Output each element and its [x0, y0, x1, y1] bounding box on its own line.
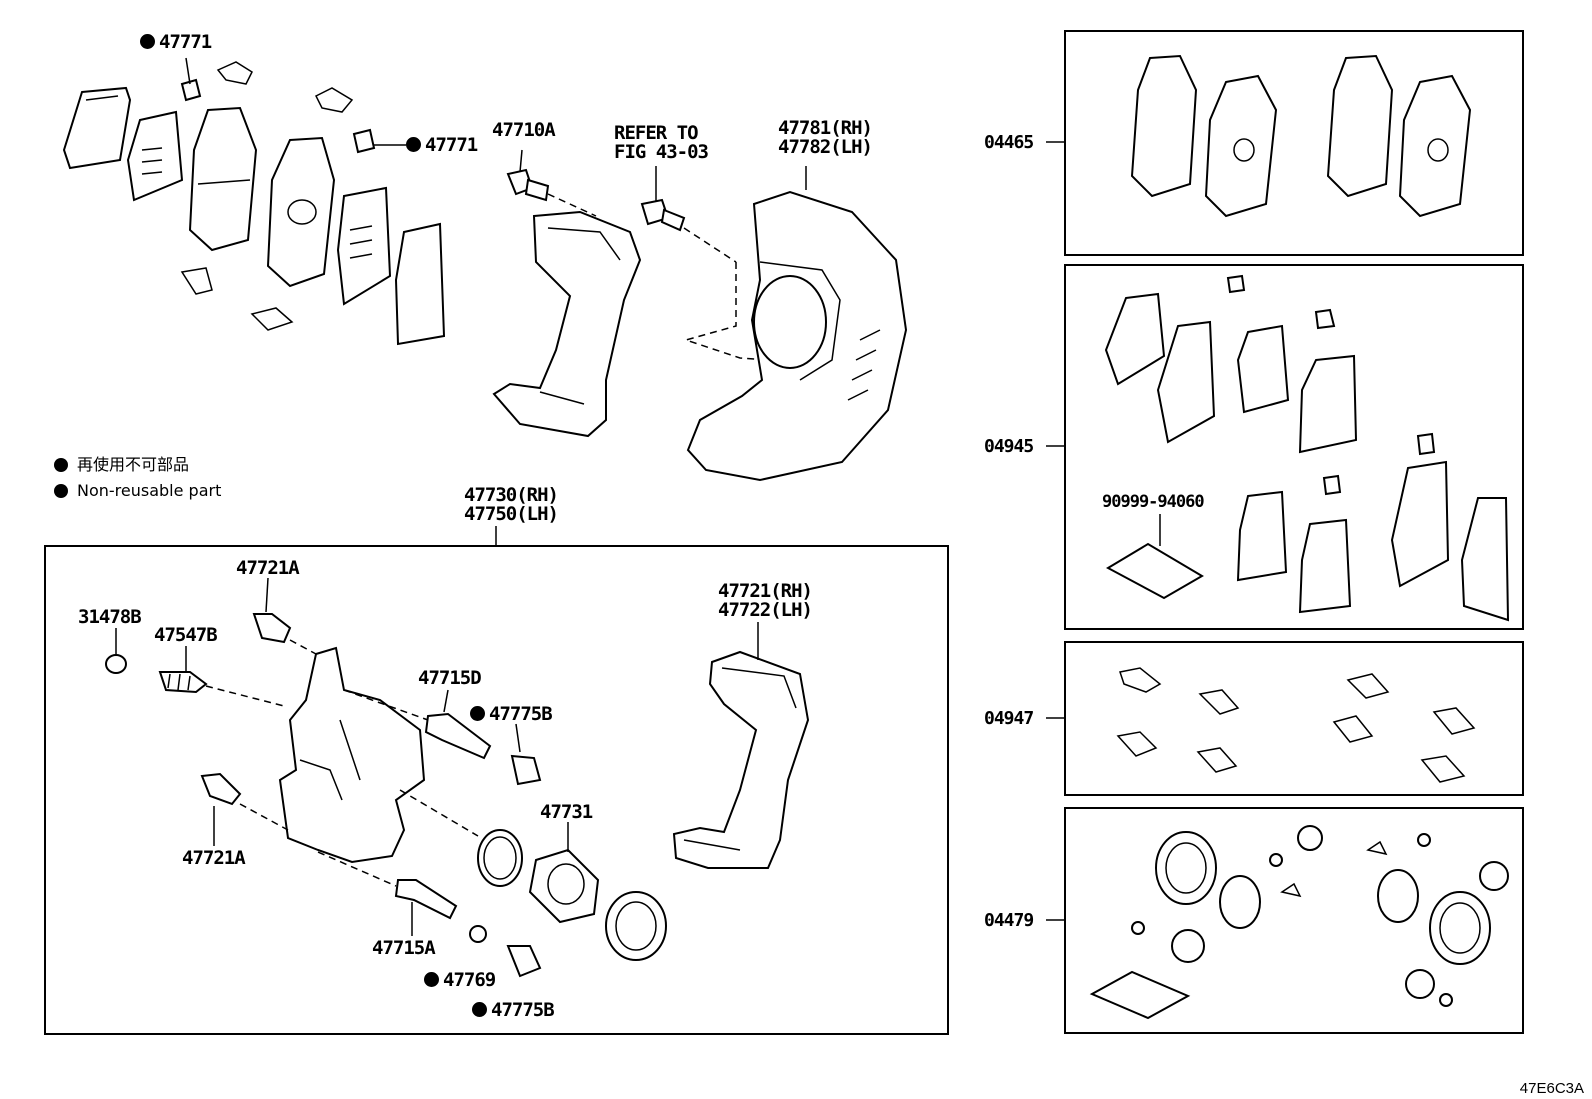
part-number-lh: 47722(LH)	[718, 599, 813, 621]
non-reusable-dot-icon	[140, 34, 155, 49]
refer-bolt	[640, 198, 686, 232]
part-number: 47775B	[489, 703, 553, 725]
kit-box-04465	[1064, 30, 1524, 256]
legend-en-text: Non-reusable part	[77, 481, 222, 500]
bolt-47721a-bottom	[200, 772, 242, 806]
outer-brake-pad	[188, 106, 258, 252]
disc-brake-dust-cover	[686, 190, 908, 482]
part-number: 47771	[159, 31, 212, 53]
piston-seal	[477, 829, 523, 887]
legend-non-reusable-jp: 再使用不可部品	[54, 455, 189, 475]
grease-packet-04479	[1089, 970, 1191, 1020]
bushing-47769	[469, 925, 487, 943]
inner-brake-pad	[266, 136, 336, 288]
part-label-47721-47722[interactable]: 47721(RH) 47722(LH)	[718, 580, 813, 621]
part-label-47775b-top[interactable]: 47775B	[470, 703, 553, 725]
part-label-47775b-bottom[interactable]: 47775B	[472, 999, 555, 1021]
part-label-47721a-bottom[interactable]: 47721A	[182, 847, 246, 869]
part-number: 47769	[443, 969, 496, 991]
non-reusable-dot-icon	[54, 484, 68, 498]
inner-shim-1	[336, 186, 392, 306]
torque-plate	[492, 210, 642, 438]
bleeder-plug-47547b	[158, 671, 208, 694]
non-reusable-dot-icon	[472, 1002, 487, 1017]
outer-shim-1	[62, 86, 132, 170]
part-number-lh: 47782(LH)	[778, 136, 873, 158]
slide-pin-47715d	[424, 712, 492, 760]
part-label-47730-47750[interactable]: 47730(RH) 47750(LH)	[464, 484, 559, 525]
part-number: 47771	[425, 134, 478, 156]
part-number-rh: 47721(RH)	[718, 580, 813, 602]
part-label-90999-94060[interactable]: 90999-94060	[1102, 492, 1205, 512]
non-reusable-dot-icon	[406, 137, 421, 152]
kit-label-04479[interactable]: 04479	[984, 910, 1034, 931]
part-number: 47775B	[491, 999, 555, 1021]
part-number-rh: 47730(RH)	[464, 484, 559, 506]
boot-47775b-bottom	[506, 945, 542, 978]
kit-box-04947	[1064, 641, 1524, 796]
legend-jp-text: 再使用不可部品	[77, 455, 190, 474]
refer-to-fig-note[interactable]: REFER TO FIG 43-03	[614, 122, 709, 163]
part-label-47721a-top[interactable]: 47721A	[236, 557, 300, 579]
outer-shim-2	[126, 110, 184, 202]
kit-box-04945	[1064, 264, 1524, 630]
piston-47731	[528, 848, 600, 924]
kit-04479-seals-boots	[1131, 825, 1509, 1007]
part-label-47771-mid[interactable]: 47771	[406, 134, 478, 156]
anti-squeal-spring	[180, 78, 376, 154]
pad-clip-top	[216, 61, 354, 113]
legend-non-reusable-en: Non-reusable part	[54, 481, 221, 501]
part-label-47769[interactable]: 47769	[424, 969, 496, 991]
refer-line-2: FIG 43-03	[614, 141, 709, 163]
kit-04465-pads	[1130, 54, 1472, 218]
kit-label-04947[interactable]: 04947	[984, 708, 1034, 729]
part-number-lh: 47750(LH)	[464, 503, 559, 525]
bleeder-cap-31478b	[105, 654, 127, 674]
part-label-31478b[interactable]: 31478B	[78, 606, 142, 628]
refer-line-1: REFER TO	[614, 122, 699, 144]
boot-47775b-top	[510, 754, 542, 786]
part-label-47547b[interactable]: 47547B	[154, 624, 218, 646]
part-label-47710a[interactable]: 47710A	[492, 119, 556, 141]
mounting-bolt-47710a	[506, 168, 550, 202]
kit-label-04945[interactable]: 04945	[984, 436, 1034, 457]
part-label-47715a[interactable]: 47715A	[372, 937, 436, 959]
part-number-rh: 47781(RH)	[778, 117, 873, 139]
inner-shim-2	[394, 222, 446, 346]
part-label-47731[interactable]: 47731	[540, 801, 593, 823]
slide-pin-47715a	[394, 879, 458, 920]
non-reusable-dot-icon	[424, 972, 439, 987]
caliper-body	[278, 646, 426, 864]
kit-label-04465[interactable]: 04465	[984, 132, 1034, 153]
grease-packet-90999-94060	[1105, 542, 1204, 600]
torque-plate-47721	[672, 650, 810, 869]
piston-boot	[605, 891, 667, 961]
kit-box-04479	[1064, 807, 1524, 1034]
non-reusable-dot-icon	[470, 706, 485, 721]
part-label-47781-47782[interactable]: 47781(RH) 47782(LH)	[778, 117, 873, 158]
non-reusable-dot-icon	[54, 458, 68, 472]
kit-04947-clips	[1116, 667, 1476, 783]
part-label-47715d[interactable]: 47715D	[418, 667, 482, 689]
pad-clip-bottom	[180, 267, 294, 331]
bolt-47721a-top	[252, 613, 292, 644]
caliper-assembly-box	[44, 545, 949, 1035]
kit-04945-shims	[1104, 274, 1510, 622]
figure-code: 47E6C3A	[1519, 1080, 1584, 1097]
part-label-47771-top[interactable]: 47771	[140, 31, 212, 53]
